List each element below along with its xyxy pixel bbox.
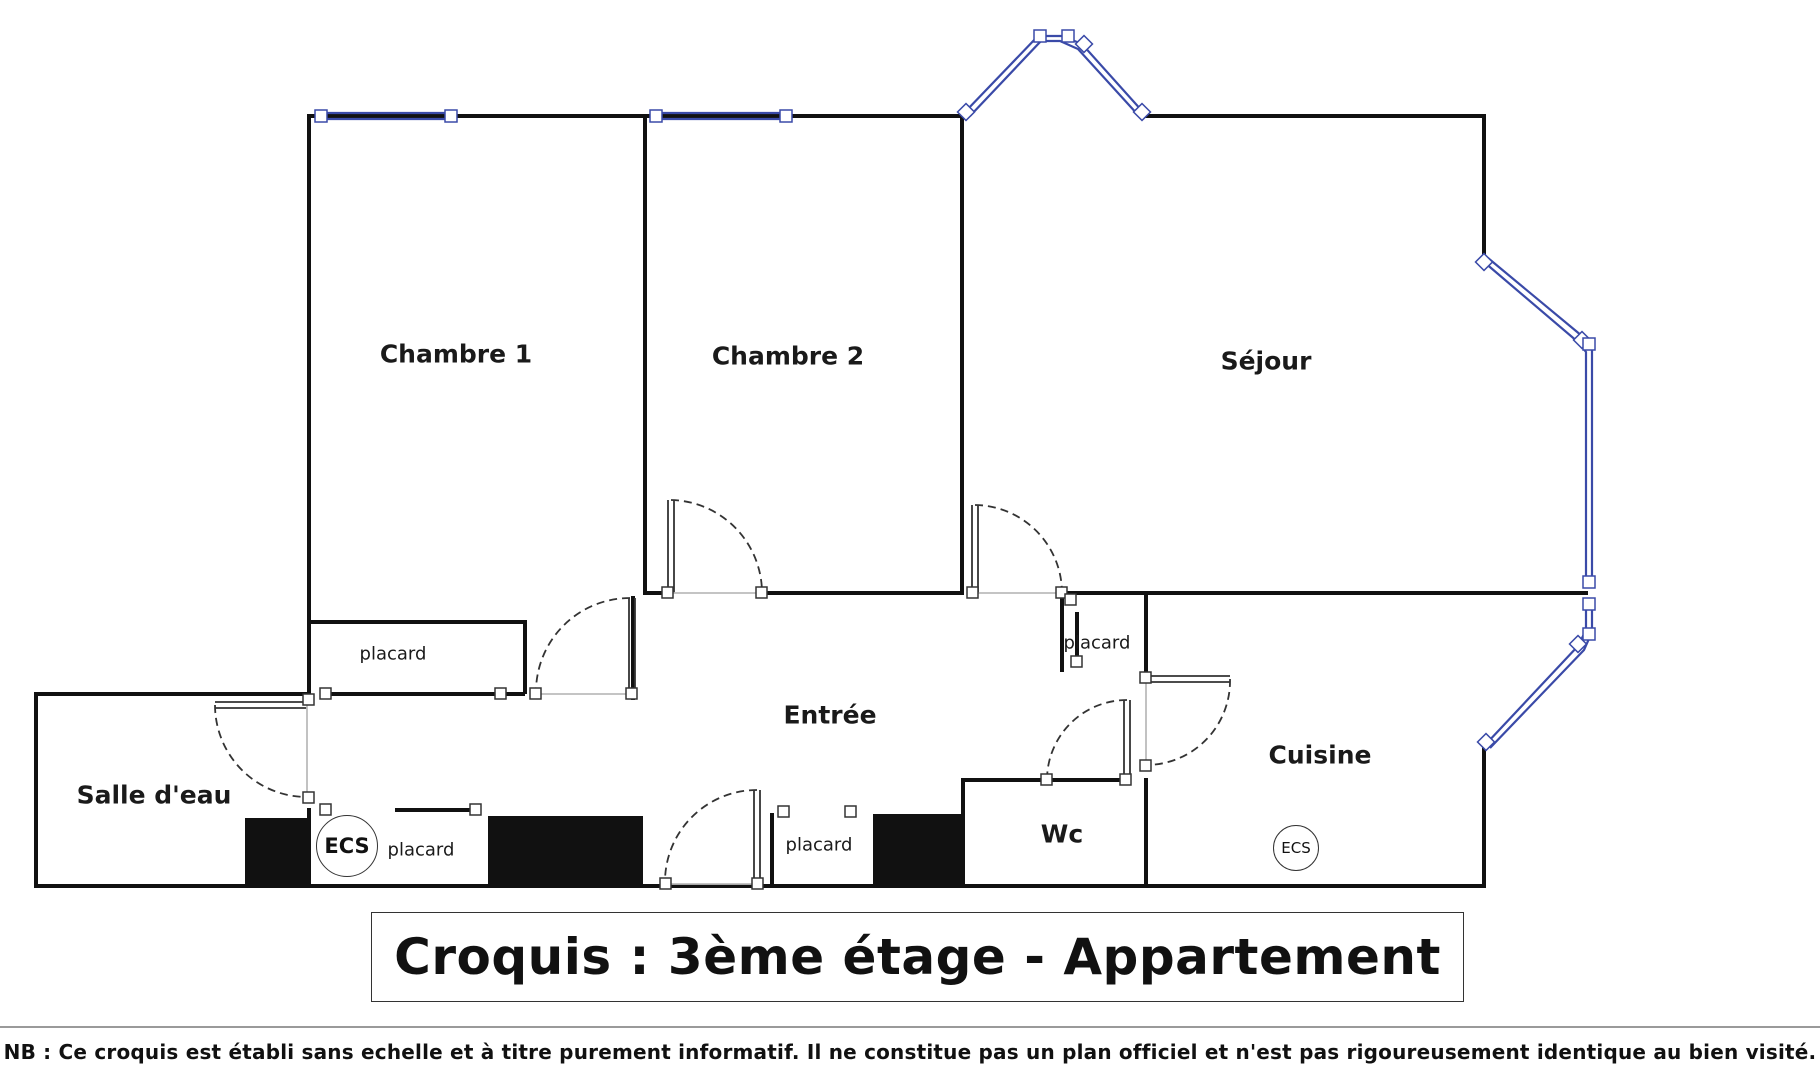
solid-blocks — [245, 814, 963, 884]
title-box: Croquis : 3ème étage - Appartement — [371, 912, 1464, 1002]
wall-markers — [302, 586, 1152, 890]
placard-chambre-1: placard — [359, 643, 427, 665]
windows — [320, 34, 1594, 749]
placard-entree: placard — [785, 834, 853, 856]
walls — [34, 114, 1588, 888]
room-cuisine: Cuisine — [1268, 740, 1372, 770]
room-wc: Wc — [1040, 819, 1084, 849]
room-salle-deau: Salle d'eau — [76, 780, 232, 810]
room-chambre-1: Chambre 1 — [379, 339, 533, 369]
window-markers — [314, 29, 1596, 752]
placard-salle-deau: placard — [387, 839, 455, 861]
placard-sejour: placard — [1063, 632, 1131, 654]
ecs-marker-salle-deau: ECS — [316, 815, 378, 877]
room-entree: Entrée — [783, 700, 877, 730]
room-sejour: Séjour — [1220, 346, 1312, 376]
plan-title: Croquis : 3ème étage - Appartement — [394, 928, 1441, 986]
footer-divider — [0, 1026, 1820, 1028]
footer-note: NB : Ce croquis est établi sans echelle … — [3, 1040, 1817, 1064]
room-chambre-2: Chambre 2 — [711, 341, 865, 371]
ecs-marker-cuisine: ECS — [1273, 825, 1319, 871]
doors — [214, 499, 1231, 885]
